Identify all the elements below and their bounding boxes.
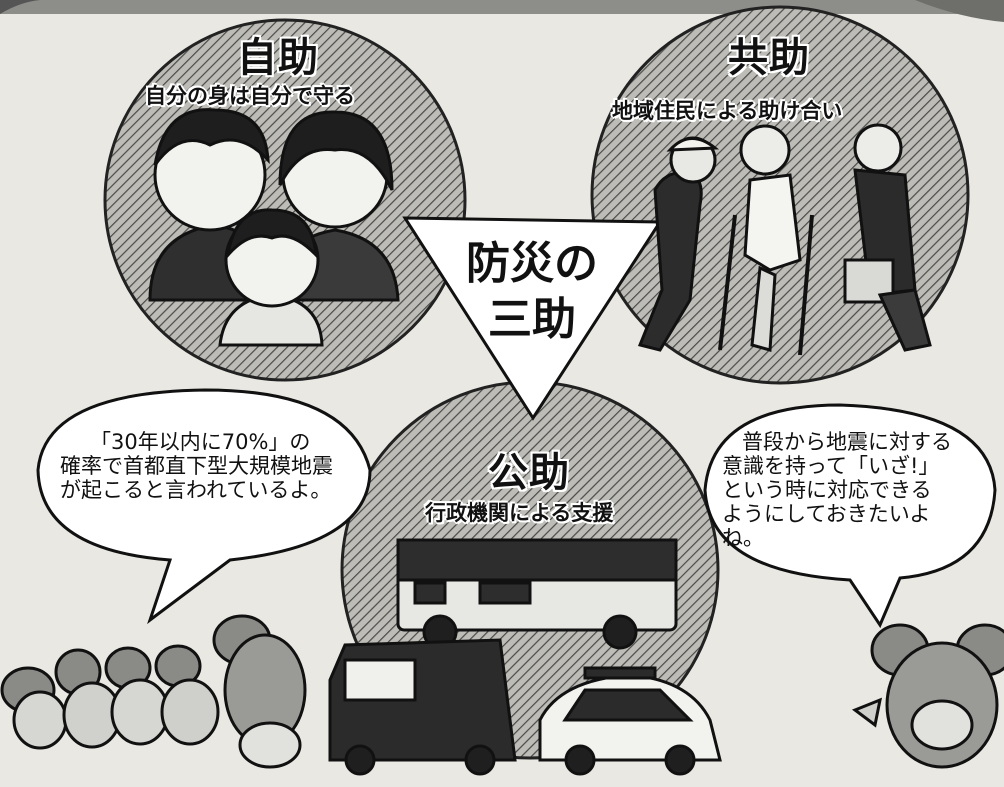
top-frame	[0, 0, 1004, 22]
right-bubble-text: 普段から地震に対する 意識を持って「いざ!」 という時に対応できる ようにしてお…	[722, 430, 952, 550]
left-bubble-line1: 「30年以内に70%」の	[90, 430, 311, 454]
center-label-line1: 防災の	[466, 238, 598, 289]
self-help-title: 自助	[237, 35, 319, 81]
mutual-help-title: 共助	[728, 35, 810, 81]
right-bubble-line4: ようにしておきたいよ	[722, 502, 931, 526]
left-speech-bubble	[36, 388, 372, 625]
neighbors-illustration	[637, 123, 932, 356]
right-speech-bubble	[703, 403, 997, 629]
right-bubble-line5: ね。	[722, 526, 764, 550]
vehicles-illustration	[328, 538, 722, 776]
right-bubble-line3: という時に対応できる	[722, 478, 932, 502]
left-bubble-line3: が起こると言われているよ。	[60, 478, 332, 502]
right-bubble-line1: 普段から地震に対する	[742, 430, 952, 454]
self-help-subtitle: 自分の身は自分で守る	[145, 84, 355, 108]
right-bubble-line2: 意識を持って「いざ!」	[722, 454, 940, 478]
left-bubble-line2: 確率で首都直下型大規模地震	[60, 454, 333, 478]
mascot-right	[851, 623, 1004, 769]
center-label-line2: 三助	[488, 294, 576, 345]
public-help-title: 公助	[488, 450, 570, 496]
center-triangle	[402, 216, 663, 421]
public-help-subtitle: 行政機関による支援	[425, 501, 614, 525]
mascot-group	[0, 614, 307, 769]
center-label: 防災の 三助	[462, 236, 602, 348]
family-illustration	[148, 108, 400, 347]
left-bubble-text: 「30年以内に70%」の 確率で首都直下型大規模地震 が起こると言われているよ。	[60, 430, 333, 502]
mutual-help-subtitle: 地域住民による助け合い	[612, 99, 843, 123]
